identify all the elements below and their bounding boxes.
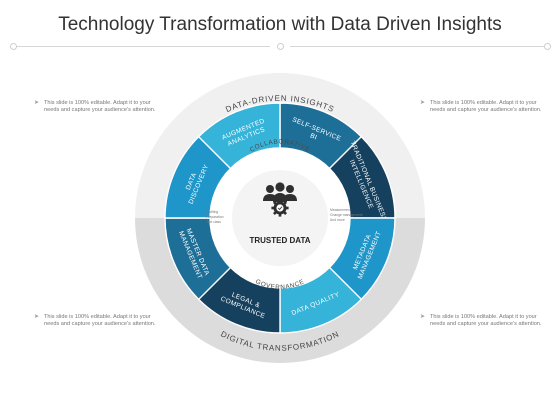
center-title: TRUSTED DATA [249,236,310,245]
title-rule-end-left [10,43,17,50]
note-text: This slide is 100% editable. Adapt it to… [430,314,542,327]
page-title: Technology Transformation with Data Driv… [58,14,502,35]
center-right-item: Change management [330,213,363,217]
arrow-bullet-icon: ➤ [34,314,40,320]
outer-band-bottom [135,218,425,363]
center-left-item: Profiling [206,210,218,214]
team-gear-icon [263,182,297,217]
center-left-item: Text class [206,220,221,224]
note-text: This slide is 100% editable. Adapt it to… [430,100,542,113]
note-text: This slide is 100% editable. Adapt it to… [44,100,156,113]
note-bottom-right: ➤ This slide is 100% editable. Adapt it … [420,314,548,328]
arrow-bullet-icon: ➤ [420,100,426,106]
note-bottom-left: ➤ This slide is 100% editable. Adapt it … [34,314,162,328]
center-right-item: Measurement [330,208,351,212]
note-top-right: ➤ This slide is 100% editable. Adapt it … [420,100,548,114]
arrow-bullet-icon: ➤ [34,100,40,106]
center-left-list: Profiling Preparation Text class [206,210,224,224]
center-disc [232,170,328,266]
title-rule-dot [277,43,284,50]
arrow-bullet-icon: ➤ [420,314,426,320]
title-rule-left [12,46,270,47]
title-rule-end-right [544,43,551,50]
note-top-left: ➤ This slide is 100% editable. Adapt it … [34,100,162,114]
center-right-list: Measurement Change management And more [330,208,363,222]
center-right-item: And more [330,218,345,222]
note-text: This slide is 100% editable. Adapt it to… [44,314,156,327]
title-rule-right [290,46,548,47]
center-left-item: Preparation [206,215,224,219]
outer-band-top [135,73,425,218]
